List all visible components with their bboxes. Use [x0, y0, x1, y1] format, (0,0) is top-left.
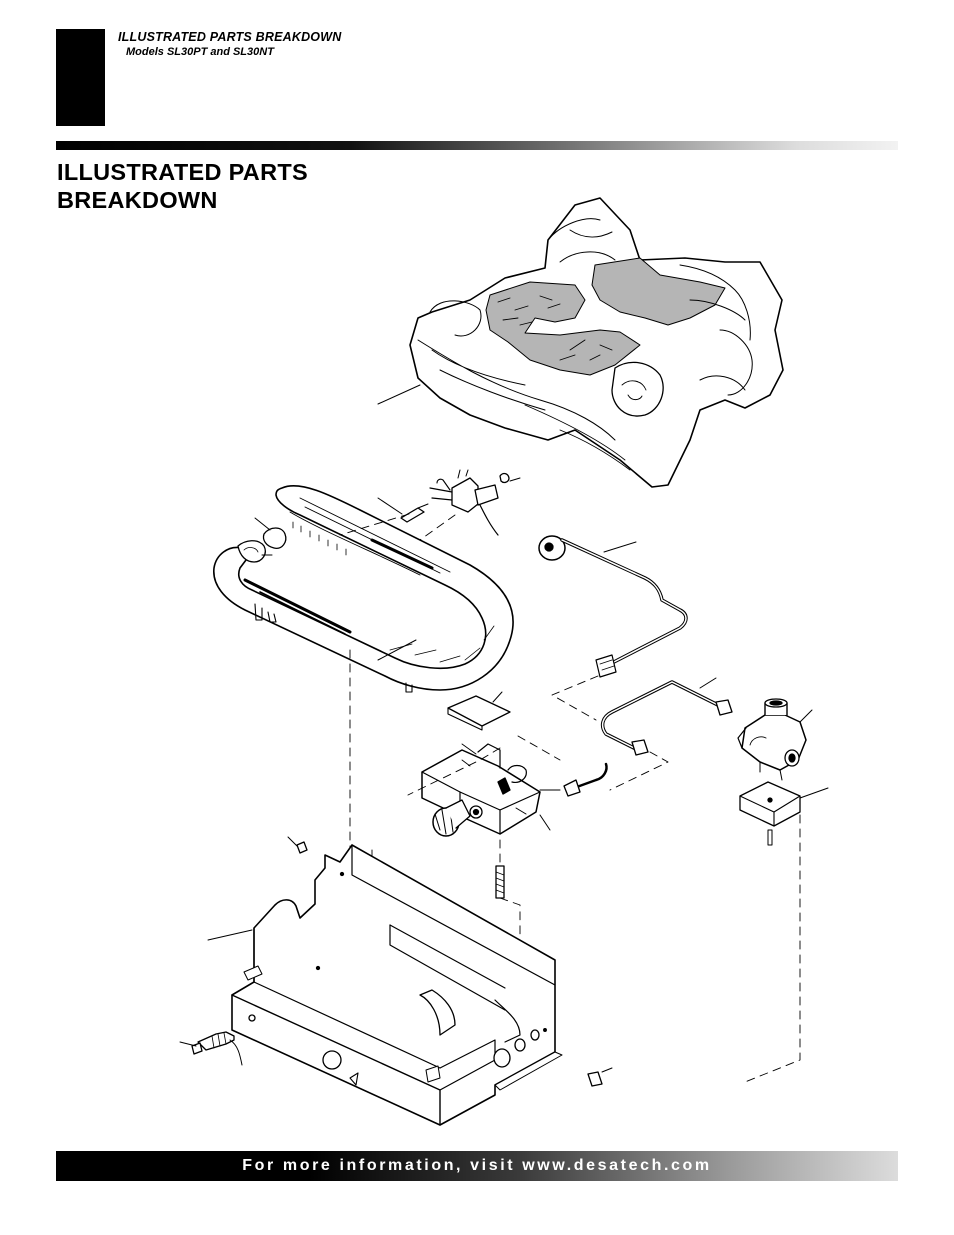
pilot-assembly [339, 469, 521, 541]
page-title-line1: ILLUSTRATED PARTS [57, 159, 308, 185]
section-header-title: ILLUSTRATED PARTS BREAKDOWN [118, 30, 342, 44]
section-header-models: Models SL30PT and SL30NT [126, 46, 274, 58]
page-title: ILLUSTRATED PARTS BREAKDOWN [57, 158, 308, 214]
gas-control-valve [407, 735, 608, 837]
pilot-tube [600, 677, 733, 791]
footer-link-text[interactable]: For more information, visit www.desatech… [242, 1157, 712, 1174]
piezo-igniter [179, 1031, 243, 1066]
section-tab-marker [56, 29, 105, 126]
regulator [737, 698, 813, 781]
valve-bracket [447, 691, 511, 731]
footer-bar: For more information, visit www.desatech… [56, 1151, 898, 1181]
burner-base [207, 844, 563, 1126]
regulator-bracket [739, 781, 829, 1083]
page-title-line2: BREAKDOWN [57, 187, 218, 213]
burner-tube [213, 484, 514, 693]
header-rule [56, 141, 898, 150]
burner-orifice-tube [538, 535, 688, 721]
log-set [377, 197, 784, 488]
